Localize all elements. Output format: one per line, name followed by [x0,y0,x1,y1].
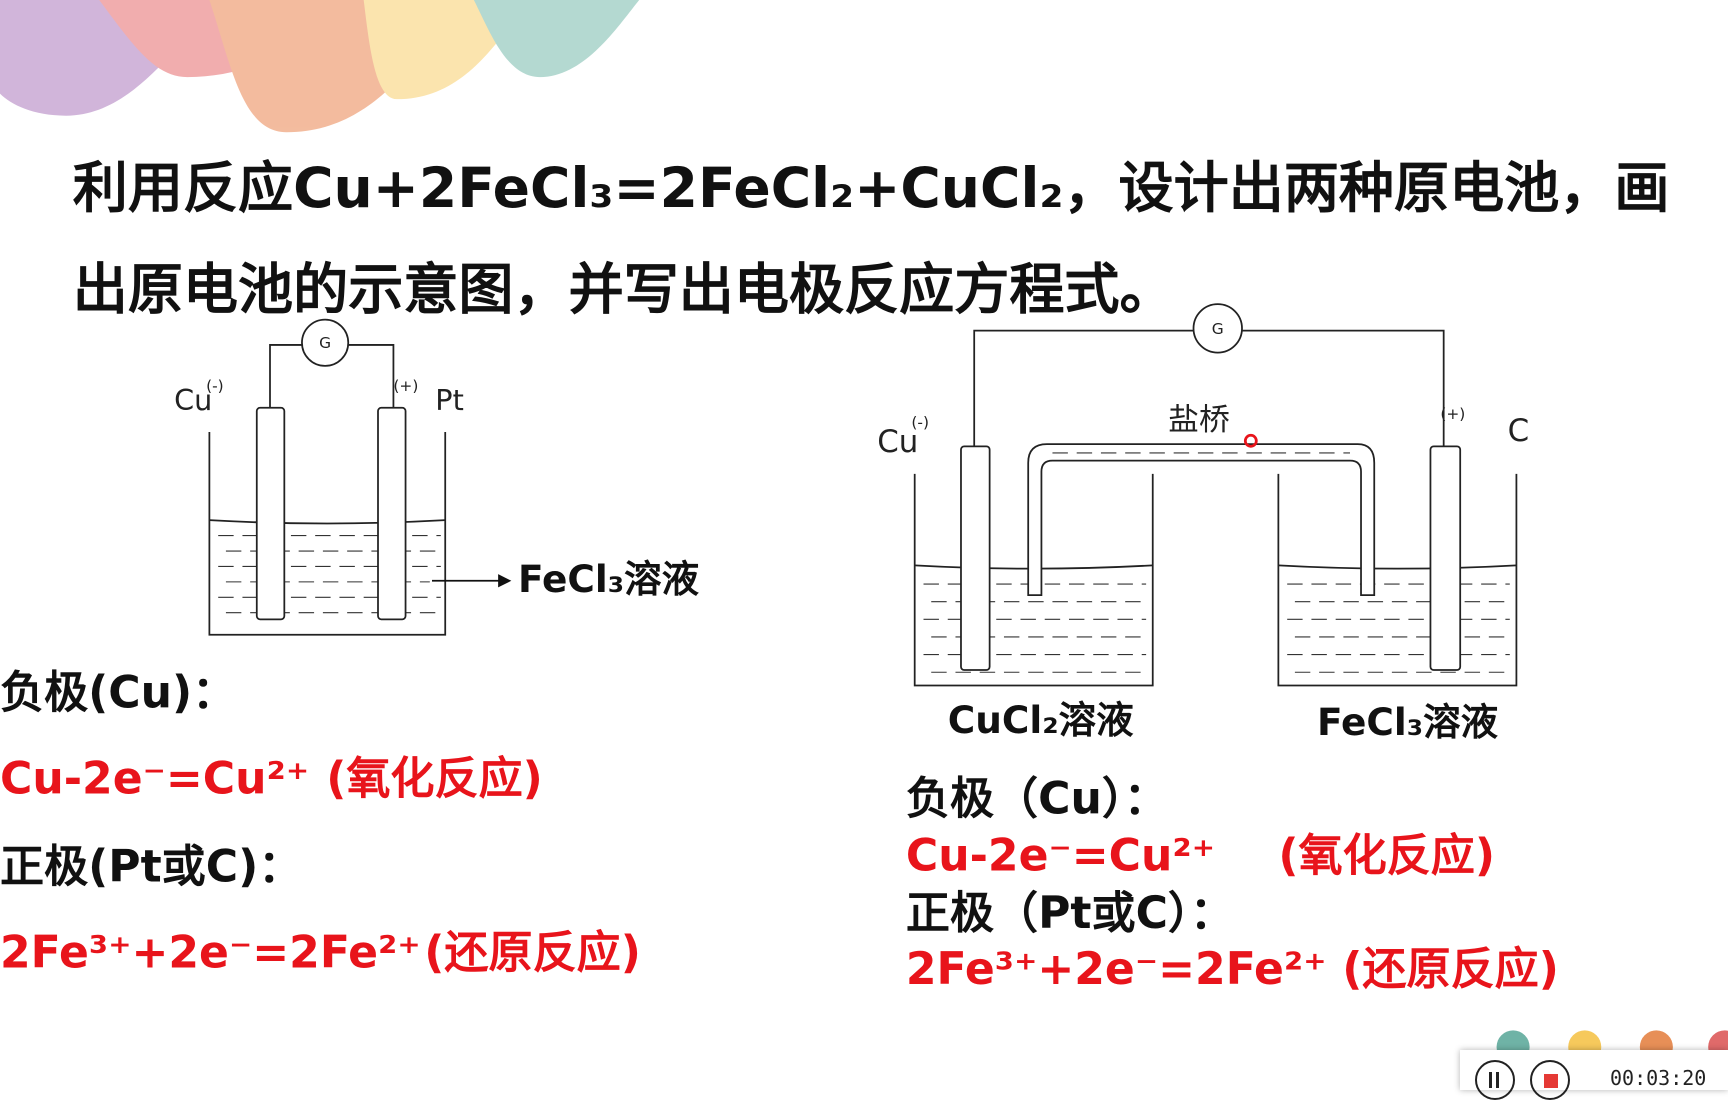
anode-label: Cu [877,424,918,460]
galvanometer-icon [301,318,350,367]
positive-heading: 正极（Pt或C）： [906,888,1234,939]
c-electrode [1429,445,1462,671]
positive-reaction-type: (还原反应) [424,928,641,979]
left-equations: 负极(Cu)： Cu-2e⁻=Cu²⁺ (氧化反应) 正极(Pt或C)： 2Fe… [0,668,641,979]
cu-electrode [960,445,991,671]
left-cell-diagram: G Cu (-) (+) Pt FeCl₃溶液 [174,318,700,636]
salt-bridge [1027,443,1376,596]
galvanometer-label: G [319,334,331,352]
laser-pointer-icon [1243,433,1258,448]
galvanometer-label: G [1212,320,1224,338]
cu-electrode [255,406,286,621]
anode-sign: (-) [911,414,929,432]
cathode-label: C [1508,413,1530,449]
right-equations: 负极（Cu）： Cu-2e⁻=Cu²⁺ (氧化反应) 正极（Pt或C）： 2Fe… [906,773,1559,995]
galvanometer-icon [1192,303,1243,354]
cathode-sign: (+) [1440,405,1465,423]
positive-reaction-type: (还原反应) [1342,944,1559,995]
pause-icon [1489,1072,1499,1088]
anode-sign: (-) [206,377,224,395]
title-line-2: 出原电池的示意图，并写出电极反应方程式。 [73,258,1175,322]
title-line-1: 利用反应Cu+2FeCl₃=2FeCl₂+CuCl₂，设计出两种原电池，画 [73,156,1670,220]
cathode-sign: (+) [393,377,418,395]
pause-button[interactable] [1475,1060,1515,1100]
stop-icon [1544,1074,1558,1088]
negative-equation: Cu-2e⁻=Cu²⁺ [0,753,309,804]
recording-timer: 00:03:20 [1610,1066,1707,1090]
negative-equation: Cu-2e⁻=Cu²⁺ [906,831,1215,882]
right-solution-label: FeCl₃溶液 [1317,700,1499,744]
negative-heading: 负极（Cu）： [906,773,1168,824]
salt-bridge-label: 盐桥 [1168,402,1230,438]
cathode-label: Pt [435,383,464,417]
left-solution-label: CuCl₂溶液 [948,698,1134,742]
stop-button[interactable] [1530,1060,1570,1100]
positive-equation: 2Fe³⁺+2e⁻=2Fe²⁺ [0,928,421,979]
positive-heading: 正极(Pt或C)： [0,842,302,893]
anode-label: Cu [174,383,212,417]
solution-label: FeCl₃溶液 [518,557,700,601]
negative-reaction-type: (氧化反应) [326,753,543,804]
negative-heading: 负极(Cu)： [0,668,236,719]
negative-reaction-type: (氧化反应) [1278,831,1495,882]
pt-electrode [377,406,407,621]
recorder-toolbar: 00:03:20 [1460,1050,1728,1100]
positive-equation: 2Fe³⁺+2e⁻=2Fe²⁺ [906,944,1327,995]
right-cell-diagram: G 盐桥 Cu (-) (+) C CuCl₂溶液 FeCl₃溶液 [877,303,1530,744]
arrow-head-icon [498,574,512,588]
decorative-waves [0,0,640,133]
